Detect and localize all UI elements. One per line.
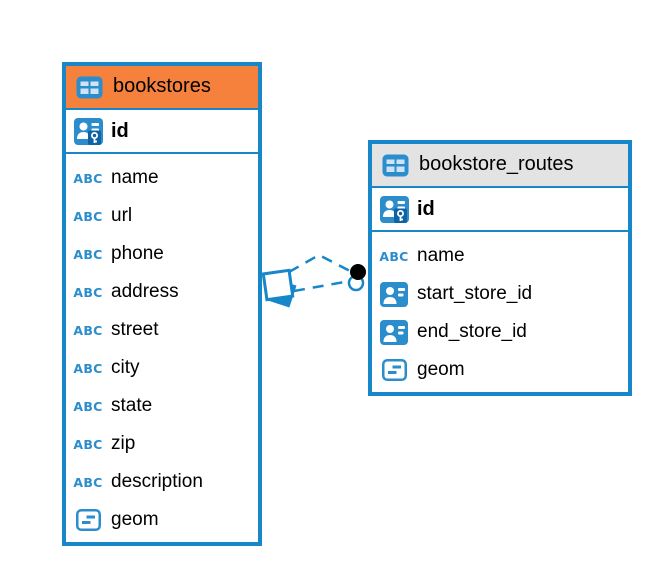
column-name: description xyxy=(111,471,203,492)
column-row-city[interactable]: ABC city xyxy=(66,349,258,387)
table-title: bookstore_routes xyxy=(419,152,574,175)
table-icon xyxy=(74,76,104,99)
primary-key-icon xyxy=(73,117,103,145)
text-icon: ABC xyxy=(73,399,103,414)
text-icon: ABC xyxy=(73,171,103,186)
table-bookstore-routes[interactable]: bookstore_routes id ABC name start_store_i… xyxy=(368,140,632,396)
text-type-glyph: ABC xyxy=(73,436,103,452)
column-name: phone xyxy=(111,243,164,264)
column-row-geom[interactable]: geom xyxy=(66,501,258,539)
column-name: id xyxy=(417,197,435,220)
geometry-icon xyxy=(379,359,409,381)
primary-key-icon xyxy=(379,195,409,223)
table-bookstores-header[interactable]: bookstores xyxy=(66,66,258,110)
column-row-start_store_id[interactable]: start_store_id xyxy=(372,275,628,313)
text-type-glyph: ABC xyxy=(73,322,103,338)
column-name: city xyxy=(111,357,140,378)
column-name: name xyxy=(111,167,159,188)
table-title: bookstores xyxy=(113,74,211,97)
front-square-icon xyxy=(261,268,295,302)
text-type-glyph: ABC xyxy=(73,360,103,376)
source-stacked-squares-marker[interactable] xyxy=(261,268,297,308)
text-icon: ABC xyxy=(73,323,103,338)
text-type-glyph: ABC xyxy=(73,170,103,186)
foreign-key-icon xyxy=(379,319,409,345)
column-name: address xyxy=(111,281,179,302)
column-row-id[interactable]: id xyxy=(372,188,628,232)
table-bookstore-routes-header[interactable]: bookstore_routes xyxy=(372,144,628,188)
key-columns-section: id xyxy=(66,110,258,154)
column-row-address[interactable]: ABC address xyxy=(66,273,258,311)
ring-circle-icon xyxy=(347,274,365,292)
text-type-glyph: ABC xyxy=(73,246,103,262)
column-name: zip xyxy=(111,433,136,454)
relationship-line-lower[interactable] xyxy=(293,279,351,293)
column-row-geom[interactable]: geom xyxy=(372,351,628,389)
column-row-id[interactable]: id xyxy=(66,110,258,154)
text-icon: ABC xyxy=(73,285,103,300)
column-row-zip[interactable]: ABC zip xyxy=(66,425,258,463)
column-name: end_store_id xyxy=(417,321,527,342)
column-name: geom xyxy=(417,359,465,380)
column-name: name xyxy=(417,245,465,266)
relationship-line-upper[interactable] xyxy=(288,253,351,274)
text-type-glyph: ABC xyxy=(73,208,103,224)
column-row-end_store_id[interactable]: end_store_id xyxy=(372,313,628,351)
text-icon: ABC xyxy=(73,437,103,452)
column-name: start_store_id xyxy=(417,283,533,304)
key-columns-section: id xyxy=(372,188,628,232)
text-icon: ABC xyxy=(73,247,103,262)
text-type-glyph: ABC xyxy=(73,474,103,490)
text-type-glyph: ABC xyxy=(379,248,409,264)
column-row-url[interactable]: ABC url xyxy=(66,197,258,235)
column-name: street xyxy=(111,319,159,340)
text-icon: ABC xyxy=(379,249,409,264)
black-dot-icon xyxy=(350,264,366,280)
column-row-street[interactable]: ABC street xyxy=(66,311,258,349)
text-icon: ABC xyxy=(73,361,103,376)
column-name: geom xyxy=(111,509,159,530)
column-row-name[interactable]: ABC name xyxy=(66,159,258,197)
column-row-name[interactable]: ABC name xyxy=(372,237,628,275)
column-row-state[interactable]: ABC state xyxy=(66,387,258,425)
column-row-description[interactable]: ABC description xyxy=(66,463,258,501)
column-name: id xyxy=(111,119,129,142)
text-type-glyph: ABC xyxy=(73,398,103,414)
text-icon: ABC xyxy=(73,475,103,490)
column-row-phone[interactable]: ABC phone xyxy=(66,235,258,273)
column-name: state xyxy=(111,395,153,416)
target-dot-marker[interactable] xyxy=(347,264,366,292)
text-icon: ABC xyxy=(73,209,103,224)
geometry-icon xyxy=(73,509,103,531)
table-icon xyxy=(380,154,410,177)
foreign-key-icon xyxy=(379,281,409,307)
back-square-icon xyxy=(267,278,297,308)
text-type-glyph: ABC xyxy=(73,284,103,300)
column-name: url xyxy=(111,205,133,226)
